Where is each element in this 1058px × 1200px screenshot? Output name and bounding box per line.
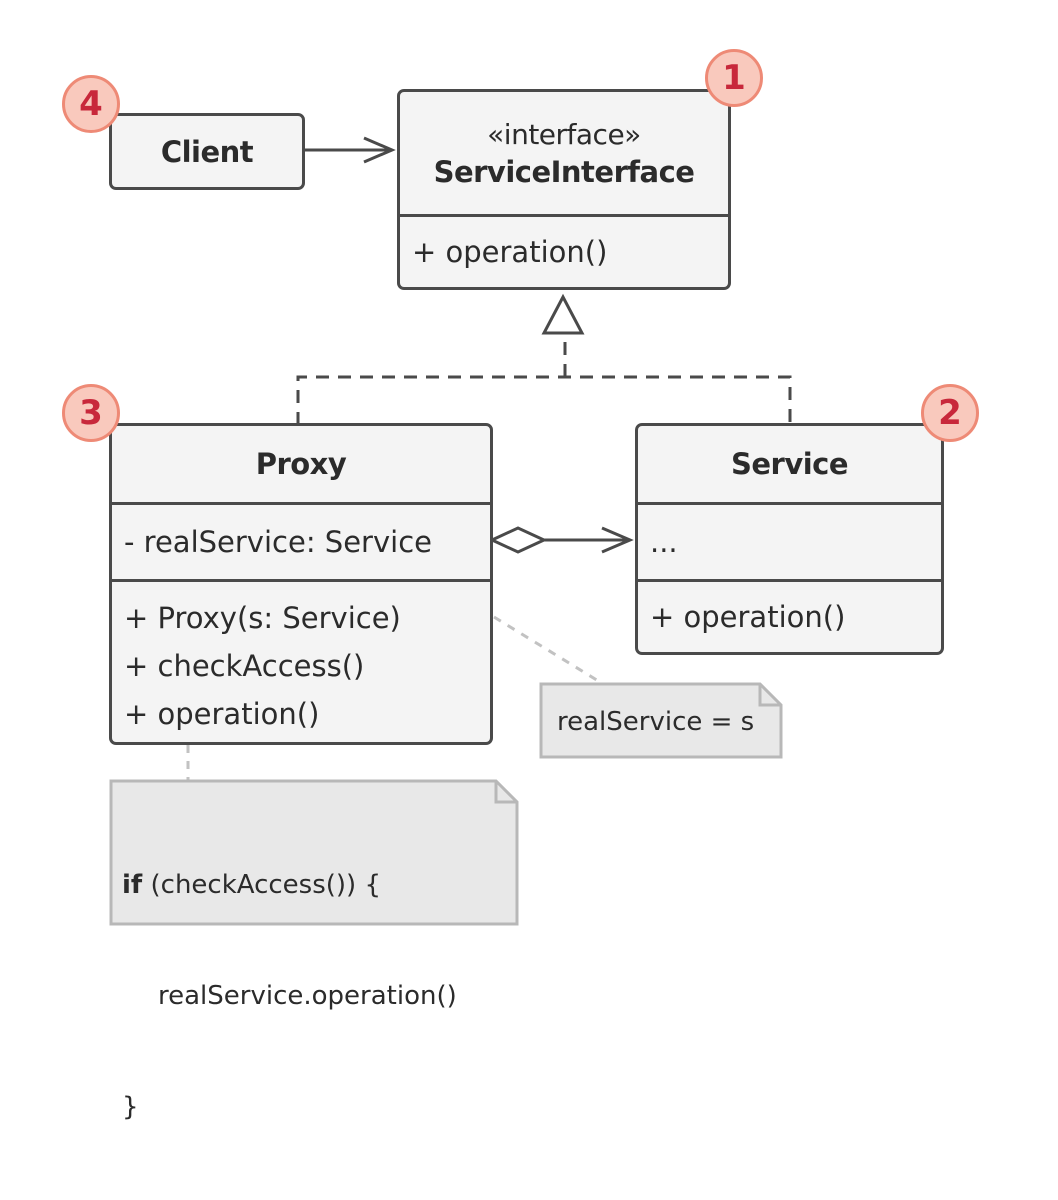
proxy-method: + operation() — [124, 697, 320, 731]
service-name: Service — [730, 447, 849, 481]
diagram: Client «interface» ServiceInterface + op… — [62, 49, 979, 1122]
realization-triangle — [541, 293, 585, 335]
client-label: Client — [160, 134, 254, 169]
client-association-arrowhead — [363, 136, 396, 164]
service-field: ... — [650, 525, 678, 559]
note-operation-fold — [494, 781, 517, 804]
note-condition: (checkAccess()) { — [142, 870, 382, 900]
service-class: Service ... + operation() — [635, 423, 944, 655]
note-connector-constructor — [493, 615, 601, 684]
service-methods: + operation() — [638, 579, 941, 652]
note-operation-shape — [109, 779, 519, 926]
proxy-class: Proxy - realService: Service + Proxy(s: … — [109, 423, 493, 745]
service-interface-methods: + operation() — [400, 214, 728, 287]
badge-service-interface: 1 — [705, 49, 763, 107]
proxy-method: + checkAccess() — [124, 649, 365, 683]
realization-lines — [296, 333, 792, 425]
service-interface-class: «interface» ServiceInterface + operation… — [397, 89, 731, 290]
proxy-field: - realService: Service — [124, 525, 432, 559]
service-interface-name: ServiceInterface — [433, 154, 695, 189]
aggregation-arrowhead — [601, 526, 634, 554]
note-constructor-shape — [539, 682, 783, 759]
badge-service: 2 — [921, 384, 979, 442]
service-interface-header: «interface» ServiceInterface — [400, 92, 728, 214]
interface-stereotype: «interface» — [487, 117, 641, 151]
note-operation-text: if (checkAccess()) { realService.operati… — [122, 793, 457, 1200]
proxy-fields: - realService: Service — [112, 502, 490, 579]
client-class: Client — [109, 113, 305, 190]
note-constructor-text: realService = s — [557, 707, 755, 737]
note-body: realService.operation() — [158, 981, 457, 1011]
note-close: } — [122, 1092, 139, 1122]
service-interface-operation: + operation() — [412, 235, 608, 269]
note-constructor-fold — [758, 684, 781, 707]
proxy-methods: + Proxy(s: Service) + checkAccess() + op… — [112, 579, 490, 742]
badge-client: 4 — [62, 75, 120, 133]
aggregation-diamond — [488, 526, 548, 554]
service-operation: + operation() — [650, 600, 846, 634]
connectors — [109, 136, 792, 926]
note-keyword: if — [122, 870, 143, 900]
proxy-name: Proxy — [255, 447, 347, 481]
badge-proxy: 3 — [62, 384, 120, 442]
proxy-method: + Proxy(s: Service) — [124, 601, 401, 635]
service-fields: ... — [638, 502, 941, 579]
